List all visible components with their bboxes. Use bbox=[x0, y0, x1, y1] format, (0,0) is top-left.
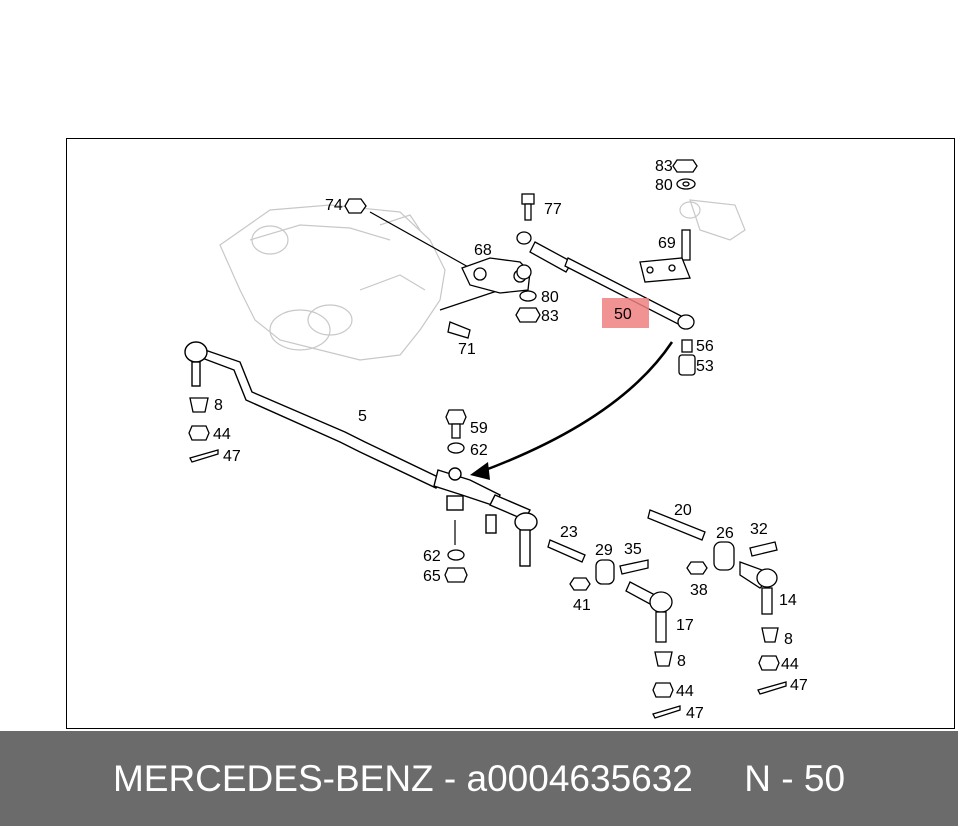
small-hardware bbox=[188, 159, 787, 719]
footer-caption: MERCEDES-BENZ - a0004635632 N - 50 bbox=[113, 758, 845, 800]
callout-47a: 47 bbox=[223, 448, 241, 465]
position-number: N - 50 bbox=[744, 757, 846, 799]
footer-bar: MERCEDES-BENZ - a0004635632 N - 50 bbox=[0, 731, 958, 826]
callout-62b: 62 bbox=[423, 548, 441, 565]
tie-rod-5 bbox=[184, 341, 538, 567]
callout-50: 50 bbox=[614, 306, 632, 323]
callout-83a: 83 bbox=[655, 158, 673, 175]
callout-62a: 62 bbox=[470, 442, 488, 459]
callout-20: 20 bbox=[674, 502, 692, 519]
steering-damper-50 bbox=[516, 231, 695, 330]
brand-name: MERCEDES-BENZ bbox=[112, 757, 434, 799]
callout-77: 77 bbox=[544, 201, 562, 218]
callout-59: 59 bbox=[470, 420, 488, 437]
callout-71: 71 bbox=[458, 341, 476, 358]
callout-44c: 44 bbox=[676, 683, 694, 700]
callout-80b: 80 bbox=[541, 289, 559, 306]
callout-83b: 83 bbox=[541, 308, 559, 325]
reference-arrow bbox=[470, 341, 674, 480]
callout-5: 5 bbox=[358, 408, 367, 425]
callout-8c: 8 bbox=[677, 653, 686, 670]
callout-labels: 83 80 74 77 68 69 80 83 50 71 56 53 5 8 … bbox=[213, 158, 808, 722]
callout-56: 56 bbox=[696, 338, 714, 355]
callout-26: 26 bbox=[716, 525, 734, 542]
callout-44a: 44 bbox=[213, 426, 231, 443]
callout-80a: 80 bbox=[655, 177, 673, 194]
callout-47c: 47 bbox=[686, 705, 704, 722]
callout-38: 38 bbox=[690, 582, 708, 599]
pitman-arm-68 bbox=[461, 257, 531, 294]
bracket-69 bbox=[639, 229, 691, 283]
leader-lines bbox=[369, 211, 501, 545]
callout-47b: 47 bbox=[790, 677, 808, 694]
callout-65: 65 bbox=[423, 568, 441, 585]
diagram-frame bbox=[66, 138, 955, 729]
callout-29: 29 bbox=[595, 542, 613, 559]
callout-32: 32 bbox=[750, 521, 768, 538]
callout-35: 35 bbox=[624, 541, 642, 558]
separator: - bbox=[443, 757, 457, 799]
callout-41: 41 bbox=[573, 597, 591, 614]
ball-joints bbox=[625, 561, 778, 643]
callout-23: 23 bbox=[560, 524, 578, 541]
callout-53: 53 bbox=[696, 358, 714, 375]
callout-17: 17 bbox=[676, 617, 694, 634]
highlight-box bbox=[602, 298, 649, 328]
callout-69: 69 bbox=[658, 235, 676, 252]
callout-8a: 8 bbox=[214, 397, 223, 414]
callout-74: 74 bbox=[325, 197, 343, 214]
callout-8b: 8 bbox=[784, 631, 793, 648]
part-number: a0004635632 bbox=[466, 757, 693, 799]
callout-14: 14 bbox=[779, 592, 797, 609]
callout-68: 68 bbox=[474, 242, 492, 259]
callout-44b: 44 bbox=[781, 656, 799, 673]
